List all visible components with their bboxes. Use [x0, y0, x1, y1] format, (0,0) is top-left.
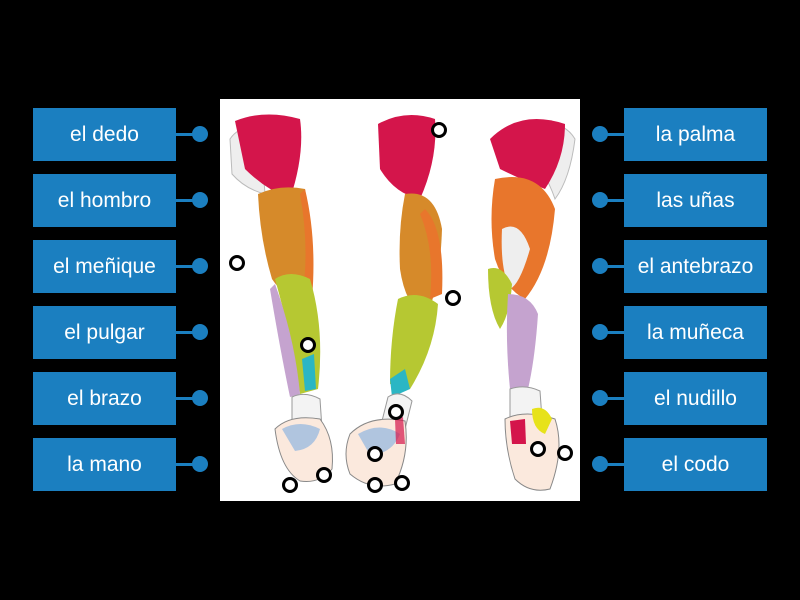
circle-target-icon[interactable]	[388, 404, 404, 420]
circle-target-icon[interactable]	[367, 477, 383, 493]
label-el-brazo[interactable]: el brazo	[33, 372, 176, 425]
circle-target-icon[interactable]	[530, 441, 546, 457]
connector-line	[600, 463, 626, 466]
arm-lateral-view	[345, 115, 443, 487]
circle-target-icon[interactable]	[300, 337, 316, 353]
connector-line	[600, 331, 626, 334]
arm-anterior-view	[229, 114, 333, 482]
circle-target-icon[interactable]	[557, 445, 573, 461]
label-la-mano[interactable]: la mano	[33, 438, 176, 491]
circle-target-icon[interactable]	[445, 290, 461, 306]
circle-target-icon[interactable]	[431, 122, 447, 138]
connector-dot-icon	[192, 258, 208, 274]
connector-line	[176, 463, 202, 466]
connector-line	[176, 199, 202, 202]
connector-line	[176, 397, 202, 400]
circle-target-icon[interactable]	[229, 255, 245, 271]
label-el-nudillo[interactable]: el nudillo	[624, 372, 767, 425]
connector-dot-icon	[192, 456, 208, 472]
label-el-codo[interactable]: el codo	[624, 438, 767, 491]
circle-target-icon[interactable]	[316, 467, 332, 483]
connector-line	[600, 397, 626, 400]
connector-line	[600, 265, 626, 268]
arm-posterior-view	[488, 119, 576, 491]
circle-target-icon[interactable]	[367, 446, 383, 462]
circle-target-icon[interactable]	[282, 477, 298, 493]
connector-dot-icon	[192, 126, 208, 142]
label-el-antebrazo[interactable]: el antebrazo	[624, 240, 767, 293]
connector-line	[176, 133, 202, 136]
label-la-palma[interactable]: la palma	[624, 108, 767, 161]
label-las-unas[interactable]: las uñas	[624, 174, 767, 227]
connector-dot-icon	[192, 192, 208, 208]
connector-line	[600, 199, 626, 202]
label-la-muneca[interactable]: la muñeca	[624, 306, 767, 359]
connector-line	[176, 331, 202, 334]
connector-line	[600, 133, 626, 136]
label-el-hombro[interactable]: el hombro	[33, 174, 176, 227]
label-el-dedo[interactable]: el dedo	[33, 108, 176, 161]
connector-dot-icon	[192, 390, 208, 406]
connector-dot-icon	[192, 324, 208, 340]
arm-muscles-illustration	[229, 114, 576, 491]
label-el-pulgar[interactable]: el pulgar	[33, 306, 176, 359]
label-el-menique[interactable]: el meñique	[33, 240, 176, 293]
connector-line	[176, 265, 202, 268]
circle-target-icon[interactable]	[394, 475, 410, 491]
arm-anatomy-image	[220, 99, 580, 501]
